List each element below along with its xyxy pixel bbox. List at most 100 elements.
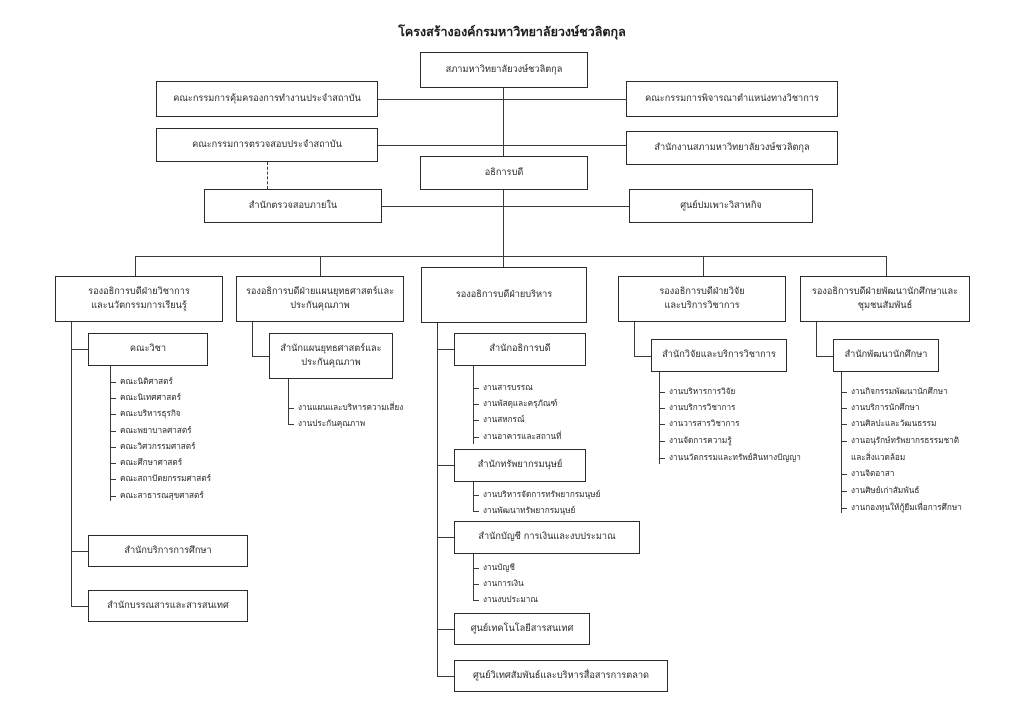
- connector-audit-dashed: [267, 162, 268, 189]
- leaf-research-0: งานบริหารการวิจัย: [669, 386, 736, 396]
- connector-strategy-unit-spine: [288, 379, 289, 424]
- leaf-finance-1: งานการเงิน: [483, 578, 524, 588]
- connector-protection-to-trunk: [378, 99, 504, 100]
- leaf-hr-0: งานบริหารจัดการทรัพยากรมนุษย์: [483, 489, 601, 499]
- connector-strategy-to-unit: [252, 356, 269, 357]
- tick-research-4: [659, 458, 665, 459]
- leaf-presoffice-0: งานสารบรรณ: [483, 382, 533, 392]
- connector-academicpos-to-trunk: [503, 99, 627, 100]
- node-internal-audit-office-label: สำนักตรวจสอบภายใน: [248, 199, 338, 211]
- node-president[interactable]: อธิการบดี: [420, 156, 588, 190]
- node-council[interactable]: สภามหาวิทยาลัยวงษ์ชวลิตกุล: [420, 52, 588, 88]
- unit-box-research-office[interactable]: สำนักวิจัยและบริการวิชาการ: [651, 339, 787, 372]
- tick-hr-1: [473, 511, 479, 512]
- tick-faculty-0: [110, 382, 116, 383]
- unit-library-label: สำนักบรรณสารและสารสนเทศ: [107, 599, 229, 611]
- node-council-label: สภามหาวิทยาลัยวงษ์ชวลิตกุล: [445, 63, 563, 75]
- connector-strategy-spine: [252, 322, 253, 356]
- node-protection-committee[interactable]: คณะกรรมการคุ้มครองการทำงานประจำสถาบัน: [156, 81, 378, 117]
- leaf-hr-1: งานพัฒนาทรัพยากรมนุษย์: [483, 505, 576, 515]
- unit-box-strategy-office[interactable]: สำนักแผนยุทธศาสตร์และ ประกันคุณภาพ: [269, 333, 393, 379]
- unit-international-marketing-label: ศูนย์วิเทศสัมพันธ์และบริหารสื่อสารการตลา…: [473, 669, 649, 681]
- vp-research-line-1: รองอธิการบดีฝ่ายวิจัย: [659, 285, 745, 297]
- tick-strategy-0: [288, 408, 294, 409]
- vp-strategy-line-2: ประกันคุณภาพ: [290, 300, 350, 311]
- connector-student-spine: [816, 322, 817, 356]
- tick-student-4: [841, 474, 847, 475]
- vp-student-line-2: ชุมชนสัมพันธ์: [857, 300, 913, 311]
- tick-research-1: [659, 408, 665, 409]
- leaf-faculty-0: คณะนิติศาสตร์: [120, 376, 173, 386]
- node-audit-committee[interactable]: คณะกรรมการตรวจสอบประจำสถาบัน: [156, 128, 378, 162]
- tick-strategy-1: [288, 424, 294, 425]
- leaf-student-4: และสิ่งแวดล้อม: [851, 452, 906, 462]
- connector-internalaudit-to-trunk: [382, 206, 504, 207]
- vp-strategy-line-1: รองอธิการบดีฝ่ายแผนยุทธศาสตร์และ: [245, 285, 395, 297]
- node-incubation-center-label: ศูนย์บ่มเพาะวิสาหกิจ: [680, 199, 762, 211]
- tick-student-0: [841, 392, 847, 393]
- leaf-research-4: งานนวัตกรรมและทรัพย์สินทางปัญญา: [669, 452, 801, 462]
- tick-finance-0: [473, 568, 479, 569]
- connector-finance-spine: [473, 554, 474, 600]
- unit-it-center-label: ศูนย์เทคโนโลยีสารสนเทศ: [470, 622, 574, 634]
- tick-faculty-4: [110, 447, 116, 448]
- node-academic-position-committee[interactable]: คณะกรรมการพิจารณาตำแหน่งทางวิชาการ: [626, 81, 838, 117]
- connector-bus-drop-academic: [135, 256, 136, 276]
- leaf-faculty-4: คณะวิศวกรรมศาสตร์: [120, 441, 196, 451]
- tick-faculty-5: [110, 463, 116, 464]
- node-internal-audit-office[interactable]: สำนักตรวจสอบภายใน: [204, 189, 382, 223]
- tick-faculty-2: [110, 414, 116, 415]
- leaf-faculty-3: คณะพยาบาลศาสตร์: [120, 425, 192, 435]
- leaf-student-2: งานศิลปะและวัฒนธรรม: [851, 418, 937, 428]
- connector-admin-to-international-marketing: [437, 676, 454, 677]
- vp-box-research[interactable]: รองอธิการบดีฝ่ายวิจัย และบริการวิชาการ: [618, 276, 786, 322]
- leaf-student-6: งานศิษย์เก่าสัมพันธ์: [851, 485, 920, 495]
- unit-box-international-marketing[interactable]: ศูนย์วิเทศสัมพันธ์และบริหารสื่อสารการตลา…: [454, 660, 668, 692]
- tick-student-3: [841, 441, 847, 442]
- leaf-faculty-6: คณะสถาปัตยกรรมศาสตร์: [120, 473, 211, 483]
- connector-bus-drop-administration: [503, 256, 504, 276]
- unit-student-development-label: สำนักพัฒนานักศึกษา: [844, 349, 928, 361]
- leaf-student-5: งานจิตอาสา: [851, 468, 895, 478]
- unit-president-office-label: สำนักอธิการบดี: [489, 343, 551, 355]
- node-protection-committee-label: คณะกรรมการคุ้มครองการทำงานประจำสถาบัน: [173, 92, 361, 104]
- node-academic-position-committee-label: คณะกรรมการพิจารณาตำแหน่งทางวิชาการ: [645, 92, 819, 104]
- node-council-office-label: สำนักงานสภามหาวิทยาลัยวงษ์ชวลิตกุล: [654, 141, 810, 153]
- unit-box-it-center[interactable]: ศูนย์เทคโนโลยีสารสนเทศ: [454, 613, 590, 645]
- unit-box-president-office[interactable]: สำนักอธิการบดี: [454, 333, 586, 366]
- vp-box-student[interactable]: รองอธิการบดีฝ่ายพัฒนานักศึกษาและ ชุมชนสั…: [800, 276, 970, 322]
- connector-administration-spine: [437, 323, 438, 676]
- vp-student-line-1: รองอธิการบดีฝ่ายพัฒนานักศึกษาและ: [811, 285, 959, 297]
- unit-box-library[interactable]: สำนักบรรณสารและสารสนเทศ: [88, 590, 248, 622]
- unit-box-student-development[interactable]: สำนักพัฒนานักศึกษา: [833, 339, 939, 372]
- connector-research-to-unit: [634, 356, 651, 357]
- unit-box-hr[interactable]: สำนักทรัพยากรมนุษย์: [454, 449, 586, 482]
- vp-research-line-2: และบริการวิชาการ: [664, 300, 740, 311]
- unit-hr-label: สำนักทรัพยากรมนุษย์: [477, 459, 563, 471]
- vp-academic-line-1: รองอธิการบดีฝ่ายวิชาการ: [88, 285, 190, 297]
- vp-box-academic[interactable]: รองอธิการบดีฝ่ายวิชาการ และนวัตกรรมการเร…: [55, 276, 223, 322]
- connector-incubation-to-trunk: [503, 206, 630, 207]
- node-council-office[interactable]: สำนักงานสภามหาวิทยาลัยวงษ์ชวลิตกุล: [626, 131, 838, 165]
- connector-vp-bus: [135, 256, 887, 257]
- connector-admin-to-hr: [437, 465, 454, 466]
- connector-admin-to-president-office: [437, 349, 454, 350]
- connector-council-trunk: [503, 88, 504, 156]
- leaf-research-3: งานจัดการความรู้: [669, 435, 732, 445]
- unit-box-faculties[interactable]: คณะวิชา: [88, 333, 208, 366]
- connector-bus-drop-student: [886, 256, 887, 276]
- connector-academic-spine: [71, 322, 72, 607]
- leaf-presoffice-1: งานพัสดุและครุภัณฑ์: [483, 398, 558, 408]
- connector-audit-to-trunk: [378, 145, 504, 146]
- node-incubation-center[interactable]: ศูนย์บ่มเพาะวิสาหกิจ: [629, 189, 813, 223]
- vp-box-strategy[interactable]: รองอธิการบดีฝ่ายแผนยุทธศาสตร์และ ประกันค…: [236, 276, 404, 322]
- connector-admin-to-finance: [437, 537, 454, 538]
- unit-box-education-service[interactable]: สำนักบริการการศึกษา: [88, 535, 248, 567]
- connector-academic-to-faculties: [71, 349, 88, 350]
- vp-box-administration[interactable]: รองอธิการบดีฝ่ายบริหาร: [421, 267, 587, 323]
- unit-research-office-label: สำนักวิจัยและบริการวิชาการ: [662, 349, 776, 361]
- connector-president-office-spine: [473, 366, 474, 444]
- vp-administration-line-1: รองอธิการบดีฝ่ายบริหาร: [455, 288, 553, 300]
- tick-finance-1: [473, 584, 479, 585]
- unit-box-finance[interactable]: สำนักบัญชี การเงินและงบประมาณ: [454, 521, 640, 554]
